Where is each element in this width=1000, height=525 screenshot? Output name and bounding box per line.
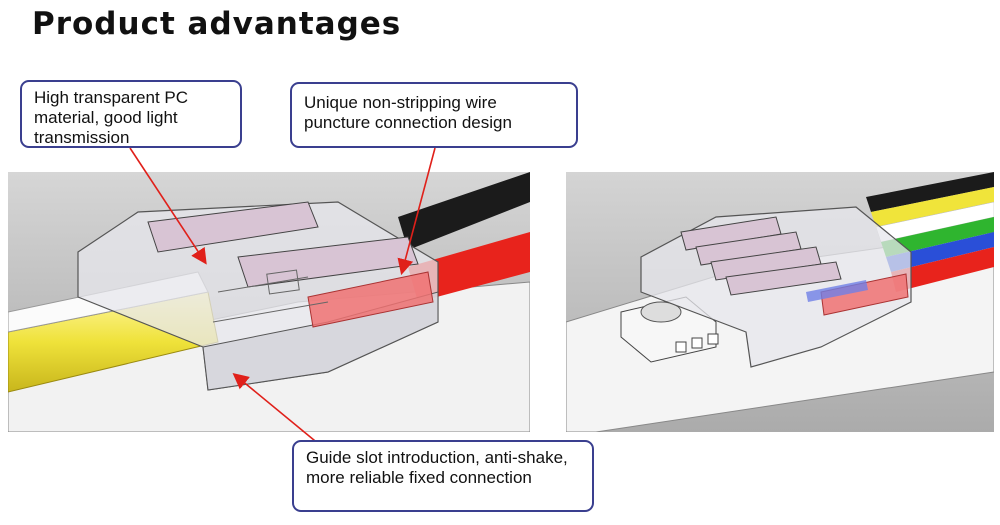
callout-wire-puncture: Unique non-stripping wire puncture conne…	[290, 82, 578, 148]
callout-guide-slot: Guide slot introduction, anti-shake, mor…	[292, 440, 594, 512]
page-title: Product advantages	[32, 6, 402, 42]
connector-2pin-illustration	[8, 172, 530, 432]
callout-pc-material: High transparent PC material, good light…	[20, 80, 242, 148]
connector-rgbw-illustration	[566, 172, 994, 432]
